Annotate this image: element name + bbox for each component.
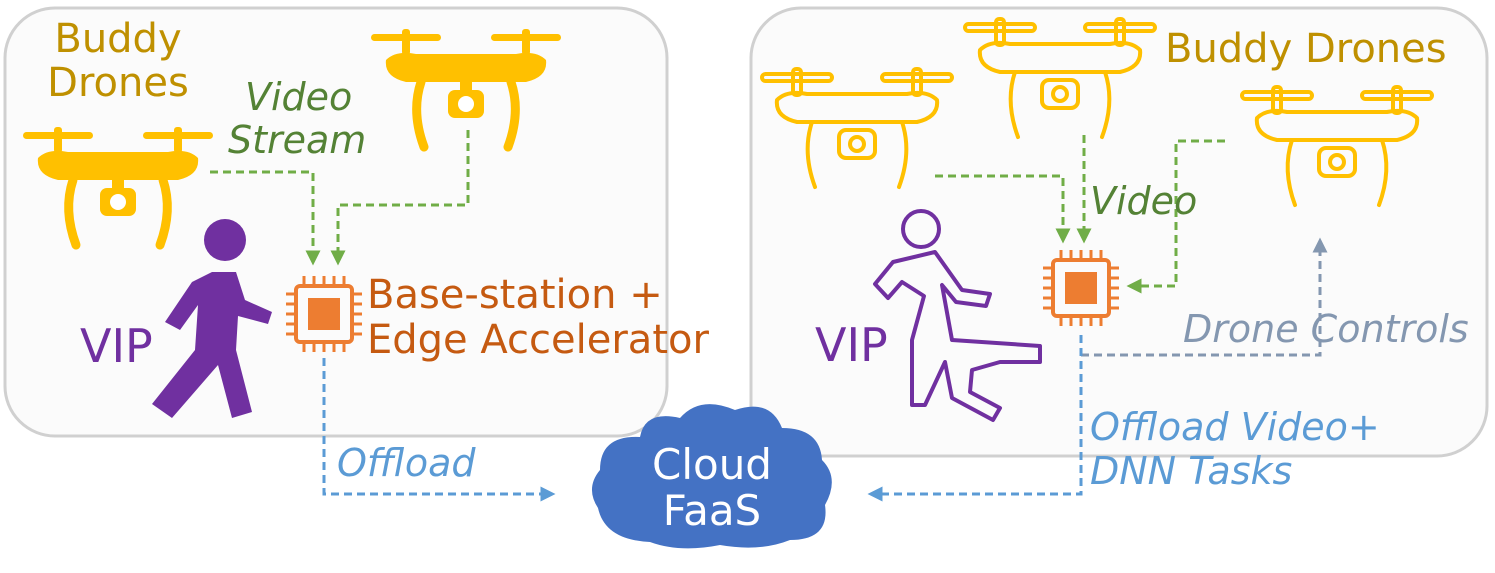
- left-chip-icon: [284, 274, 364, 354]
- right-offload-label-line2: DNN Tasks: [1090, 449, 1292, 493]
- left-vip-label: VIP: [80, 319, 153, 373]
- vip-walking-icon: [152, 219, 272, 418]
- video-stream-label-line2: Stream: [228, 118, 366, 162]
- drone-controls-label: Drone Controls: [1183, 307, 1469, 351]
- right-video-path-3: [1126, 139, 1225, 294]
- left-buddy-label-line2: Drones: [47, 60, 189, 106]
- right-offload-path: [867, 335, 1083, 502]
- right-buddy-label: Buddy Drones: [1165, 26, 1447, 72]
- cloud-label-line1: Cloud: [652, 440, 772, 489]
- cloud-label-line2: FaaS: [663, 486, 761, 535]
- left-panel: [3, 6, 669, 438]
- right-chip-icon: [1041, 248, 1121, 328]
- right-video-path-1: [935, 174, 1071, 244]
- cloud-icon: [591, 404, 832, 549]
- right-offload-label-line1: Offload Video+: [1090, 405, 1380, 449]
- vip-running-icon: [873, 209, 1042, 422]
- right-video-label: Video: [1090, 179, 1197, 223]
- right-panel: [749, 6, 1489, 458]
- right-vip-label: VIP: [815, 318, 888, 372]
- left-buddy-label-line1: Buddy: [54, 16, 181, 62]
- base-station-label-line2: Edge Accelerator: [367, 317, 709, 363]
- video-stream-label-line1: Video: [245, 75, 352, 119]
- left-offload-label: Offload: [337, 441, 476, 485]
- left-video-path-1: [210, 170, 321, 266]
- drone-controls-path: [1081, 237, 1328, 357]
- base-station-label-line1: Base-station +: [367, 272, 663, 318]
- left-offload-path: [322, 358, 556, 502]
